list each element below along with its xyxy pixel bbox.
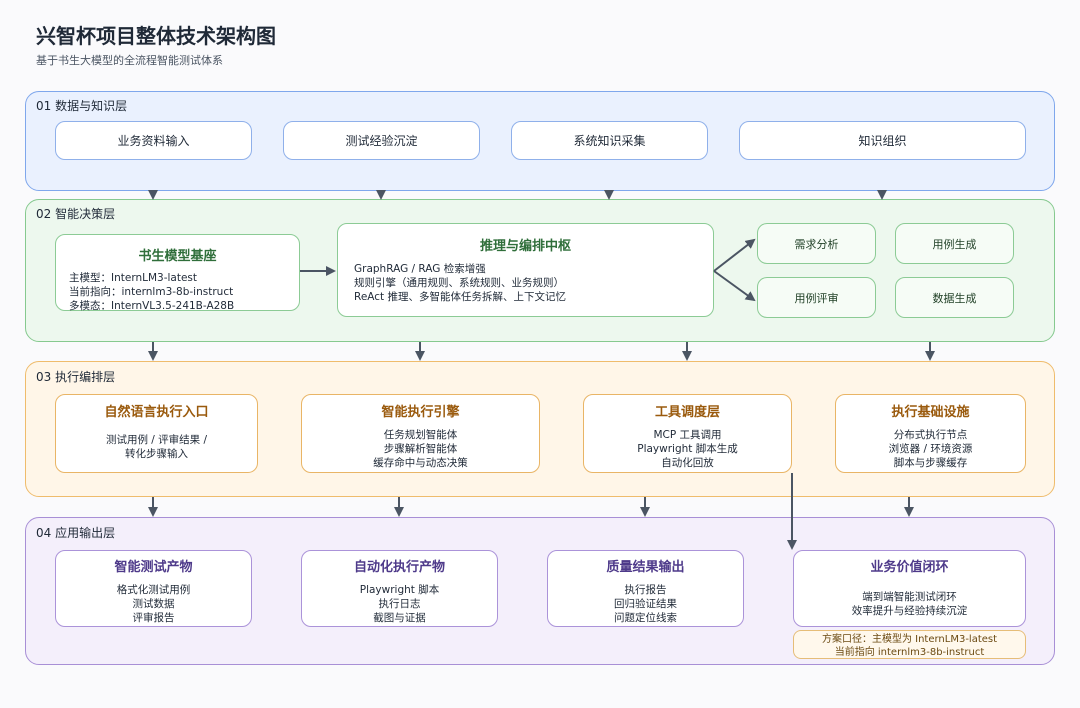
execution-layer-title: 03 执行编排层 <box>36 370 116 384</box>
hub-line: GraphRAG / RAG 检索增强 <box>354 263 486 275</box>
automation-artifact-title: 自动化执行产物 <box>353 560 445 575</box>
business-value-title: 业务价值闭环 <box>870 560 949 575</box>
data-generation-pill: 数据生成 <box>895 277 1014 318</box>
test-artifact-title: 智能测试产物 <box>114 560 193 575</box>
page-title: 兴智杯项目整体技术架构图 <box>36 24 276 48</box>
output-layer-title: 04 应用输出层 <box>36 526 116 540</box>
nl-entry-line: 转化步骤输入 <box>125 448 188 460</box>
nl-entry-card: 自然语言执行入口 测试用例 / 评审结果 / 转化步骤输入 <box>55 394 258 473</box>
system-knowledge-card: 系统知识采集 <box>511 121 708 160</box>
exec-engine-line: 步骤解析智能体 <box>383 443 458 455</box>
hub-line: 规则引擎（通用规则、系统规则、业务规则） <box>354 277 564 289</box>
exec-engine-line: 任务规划智能体 <box>383 429 458 441</box>
tool-dispatch-card: 工具调度层 MCP 工具调用 Playwright 脚本生成 自动化回放 <box>583 394 792 473</box>
case-generation-pill: 用例生成 <box>895 223 1014 264</box>
reasoning-hub-card: 推理与编排中枢 GraphRAG / RAG 检索增强 规则引擎（通用规则、系统… <box>337 223 714 317</box>
automation-artifact-line: 截图与证据 <box>373 612 426 624</box>
model-line: 多模态：InternVL3.5-241B-A28B <box>69 300 235 312</box>
model-line: 当前指向：internlm3-8b-instruct <box>69 286 234 298</box>
business-input-card: 业务资料输入 <box>55 121 252 160</box>
test-artifact-line: 评审报告 <box>132 612 175 624</box>
quality-output-line: 问题定位线索 <box>614 612 677 624</box>
tool-dispatch-line: Playwright 脚本生成 <box>637 443 738 455</box>
business-value-line: 效率提升与经验持续沉淀 <box>851 605 968 617</box>
knowledge-org-card: 知识组织 <box>739 121 1026 160</box>
test-artifact-card: 智能测试产物 格式化测试用例 测试数据 评审报告 <box>55 550 252 627</box>
page-subtitle: 基于书生大模型的全流程智能测试体系 <box>36 54 223 67</box>
hub-line: ReAct 推理、多智能体任务拆解、上下文记忆 <box>354 291 567 303</box>
model-base-title: 书生模型基座 <box>138 249 217 264</box>
exec-engine-card: 智能执行引擎 任务规划智能体 步骤解析智能体 缓存命中与动态决策 <box>301 394 540 473</box>
decision-layer-title: 02 智能决策层 <box>36 207 116 221</box>
nl-entry-line: 测试用例 / 评审结果 / <box>105 434 208 446</box>
model-note: 方案口径：主模型为 InternLM3-latest 当前指向 internlm… <box>793 630 1026 659</box>
infra-line: 分布式执行节点 <box>893 429 968 441</box>
tool-dispatch-line: 自动化回放 <box>661 457 714 469</box>
exec-engine-line: 缓存命中与动态决策 <box>373 457 468 469</box>
requirement-analysis-pill: 需求分析 <box>757 223 876 264</box>
note-line: 当前指向 internlm3-8b-instruct <box>834 647 985 658</box>
test-artifact-line: 测试数据 <box>132 598 175 610</box>
quality-output-title: 质量结果输出 <box>606 560 685 575</box>
infra-line: 脚本与步骤缓存 <box>893 457 968 469</box>
test-experience-card: 测试经验沉淀 <box>283 121 480 160</box>
test-artifact-line: 格式化测试用例 <box>116 584 191 596</box>
nl-entry-title: 自然语言执行入口 <box>104 405 209 420</box>
tool-dispatch-line: MCP 工具调用 <box>653 429 722 441</box>
reasoning-hub-title: 推理与编排中枢 <box>479 239 571 254</box>
business-value-line: 端到端智能测试闭环 <box>862 591 957 603</box>
business-value-card: 业务价值闭环 端到端智能测试闭环 效率提升与经验持续沉淀 <box>793 550 1026 627</box>
infra-line: 浏览器 / 环境资源 <box>888 443 973 455</box>
note-line: 方案口径：主模型为 InternLM3-latest <box>821 634 998 645</box>
quality-output-line: 执行报告 <box>624 584 667 596</box>
model-base-card: 书生模型基座 主模型：InternLM3-latest 当前指向：internl… <box>55 234 300 312</box>
infra-title: 执行基础设施 <box>891 405 970 420</box>
exec-engine-title: 智能执行引擎 <box>381 405 460 420</box>
infra-card: 执行基础设施 分布式执行节点 浏览器 / 环境资源 脚本与步骤缓存 <box>835 394 1026 473</box>
arrow-hub-to-outputs <box>713 238 756 272</box>
data-layer-title: 01 数据与知识层 <box>36 99 128 113</box>
automation-artifact-line: 执行日志 <box>378 598 421 610</box>
case-review-pill: 用例评审 <box>757 277 876 318</box>
arrow-hub-to-outputs <box>713 270 756 302</box>
automation-artifact-line: Playwright 脚本 <box>359 584 440 596</box>
tool-dispatch-title: 工具调度层 <box>654 405 720 420</box>
automation-artifact-card: 自动化执行产物 Playwright 脚本 执行日志 截图与证据 <box>301 550 498 627</box>
quality-output-card: 质量结果输出 执行报告 回归验证结果 问题定位线索 <box>547 550 744 627</box>
quality-output-line: 回归验证结果 <box>614 598 677 610</box>
model-line: 主模型：InternLM3-latest <box>69 272 198 284</box>
